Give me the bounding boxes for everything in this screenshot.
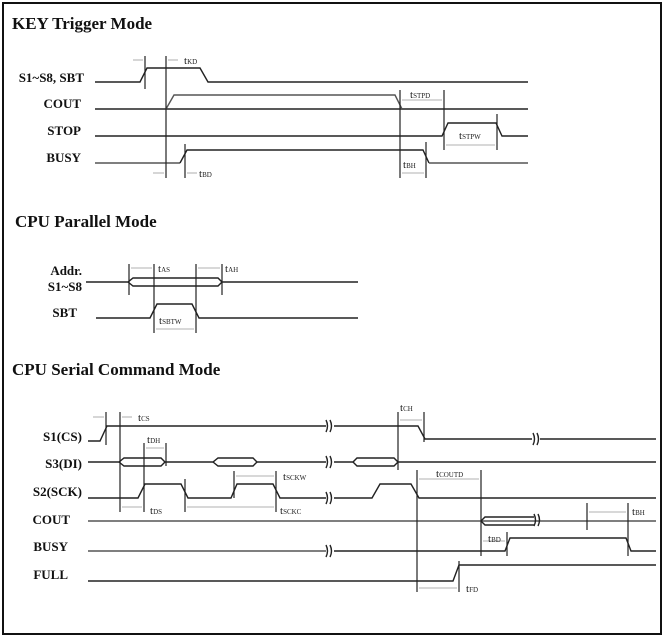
timing-label-tstpd: tSTPD [410,89,430,101]
signal-label-sbt: SBT [52,305,77,320]
timing-label-tstpw: tSTPW [459,130,481,142]
section-title-cpu-serial: CPU Serial Command Mode [12,360,221,379]
waveform-s3-di-lower [118,461,166,467]
signal-label-busy: BUSY [46,150,81,165]
waveform-cout-high [165,94,403,110]
timing-label-tbd-serial: tBD [488,533,501,545]
waveform-s1-cs-2 [334,425,532,440]
waveform-s2-sck [88,483,326,499]
timing-label-tas: tAS [158,263,170,275]
waveform-cout-data-lower [480,520,534,526]
signal-label-busy-serial: BUSY [33,539,68,554]
timing-label-tdh: tDH [147,434,160,446]
waveform-sbt [96,303,358,319]
break-marks [325,419,541,558]
waveform-full [88,564,656,582]
timing-label-tch: tCH [400,402,413,414]
waveform-s3-di [88,457,326,463]
timing-label-tsckw: tSCKW [283,471,307,483]
timing-label-tbh-serial: tBH [632,506,645,518]
timing-label-tkd: tKD [184,55,197,67]
timing-label-tah: tAH [225,263,238,275]
timing-label-tsckc: tSCKC [280,505,302,517]
timing-label-tbd: tBD [199,168,212,180]
timing-label-tcoutd: tCOUTD [436,468,463,480]
section-title-key-trigger: KEY Trigger Mode [12,14,153,33]
waveform-s3-di-2-lower [352,461,399,467]
timing-label-tbh: tBH [403,159,416,171]
waveform-s1-s8-sbt [95,67,528,83]
signal-label-s1-s8: S1~S8 [48,279,83,294]
waveform-addr [86,277,358,283]
waveform-s3-di-lower2 [212,461,258,467]
waveform-s3-di-2 [334,457,656,463]
waveform-busy-serial-2 [334,537,656,552]
signal-label-cout-serial: COUT [32,512,70,527]
waveform-busy [179,149,430,164]
timing-label-tfd: tFD [466,583,478,595]
signal-label-s1-cs: S1(CS) [43,429,82,444]
waveform-stop [95,122,528,137]
section-title-cpu-parallel: CPU Parallel Mode [15,212,157,231]
timing-label-tcs: tCS [138,412,150,424]
signal-label-stop: STOP [47,123,81,138]
timing-label-tds: tDS [150,505,162,517]
signal-label-s3-di: S3(DI) [45,456,82,471]
waveform-cout-data [480,516,534,522]
signal-label-s1-s8-sbt: S1~S8, SBT [19,70,85,85]
waveform-addr-lower [127,281,223,287]
signal-label-full: FULL [33,567,68,582]
waveform-s2-sck-2 [334,483,656,499]
signal-label-addr: Addr. [50,263,82,278]
timing-label-tsbtw: tSBTW [159,315,182,327]
signal-label-cout: COUT [43,96,81,111]
waveform-s1-cs [88,425,326,442]
signal-label-s2-sck: S2(SCK) [33,484,82,499]
